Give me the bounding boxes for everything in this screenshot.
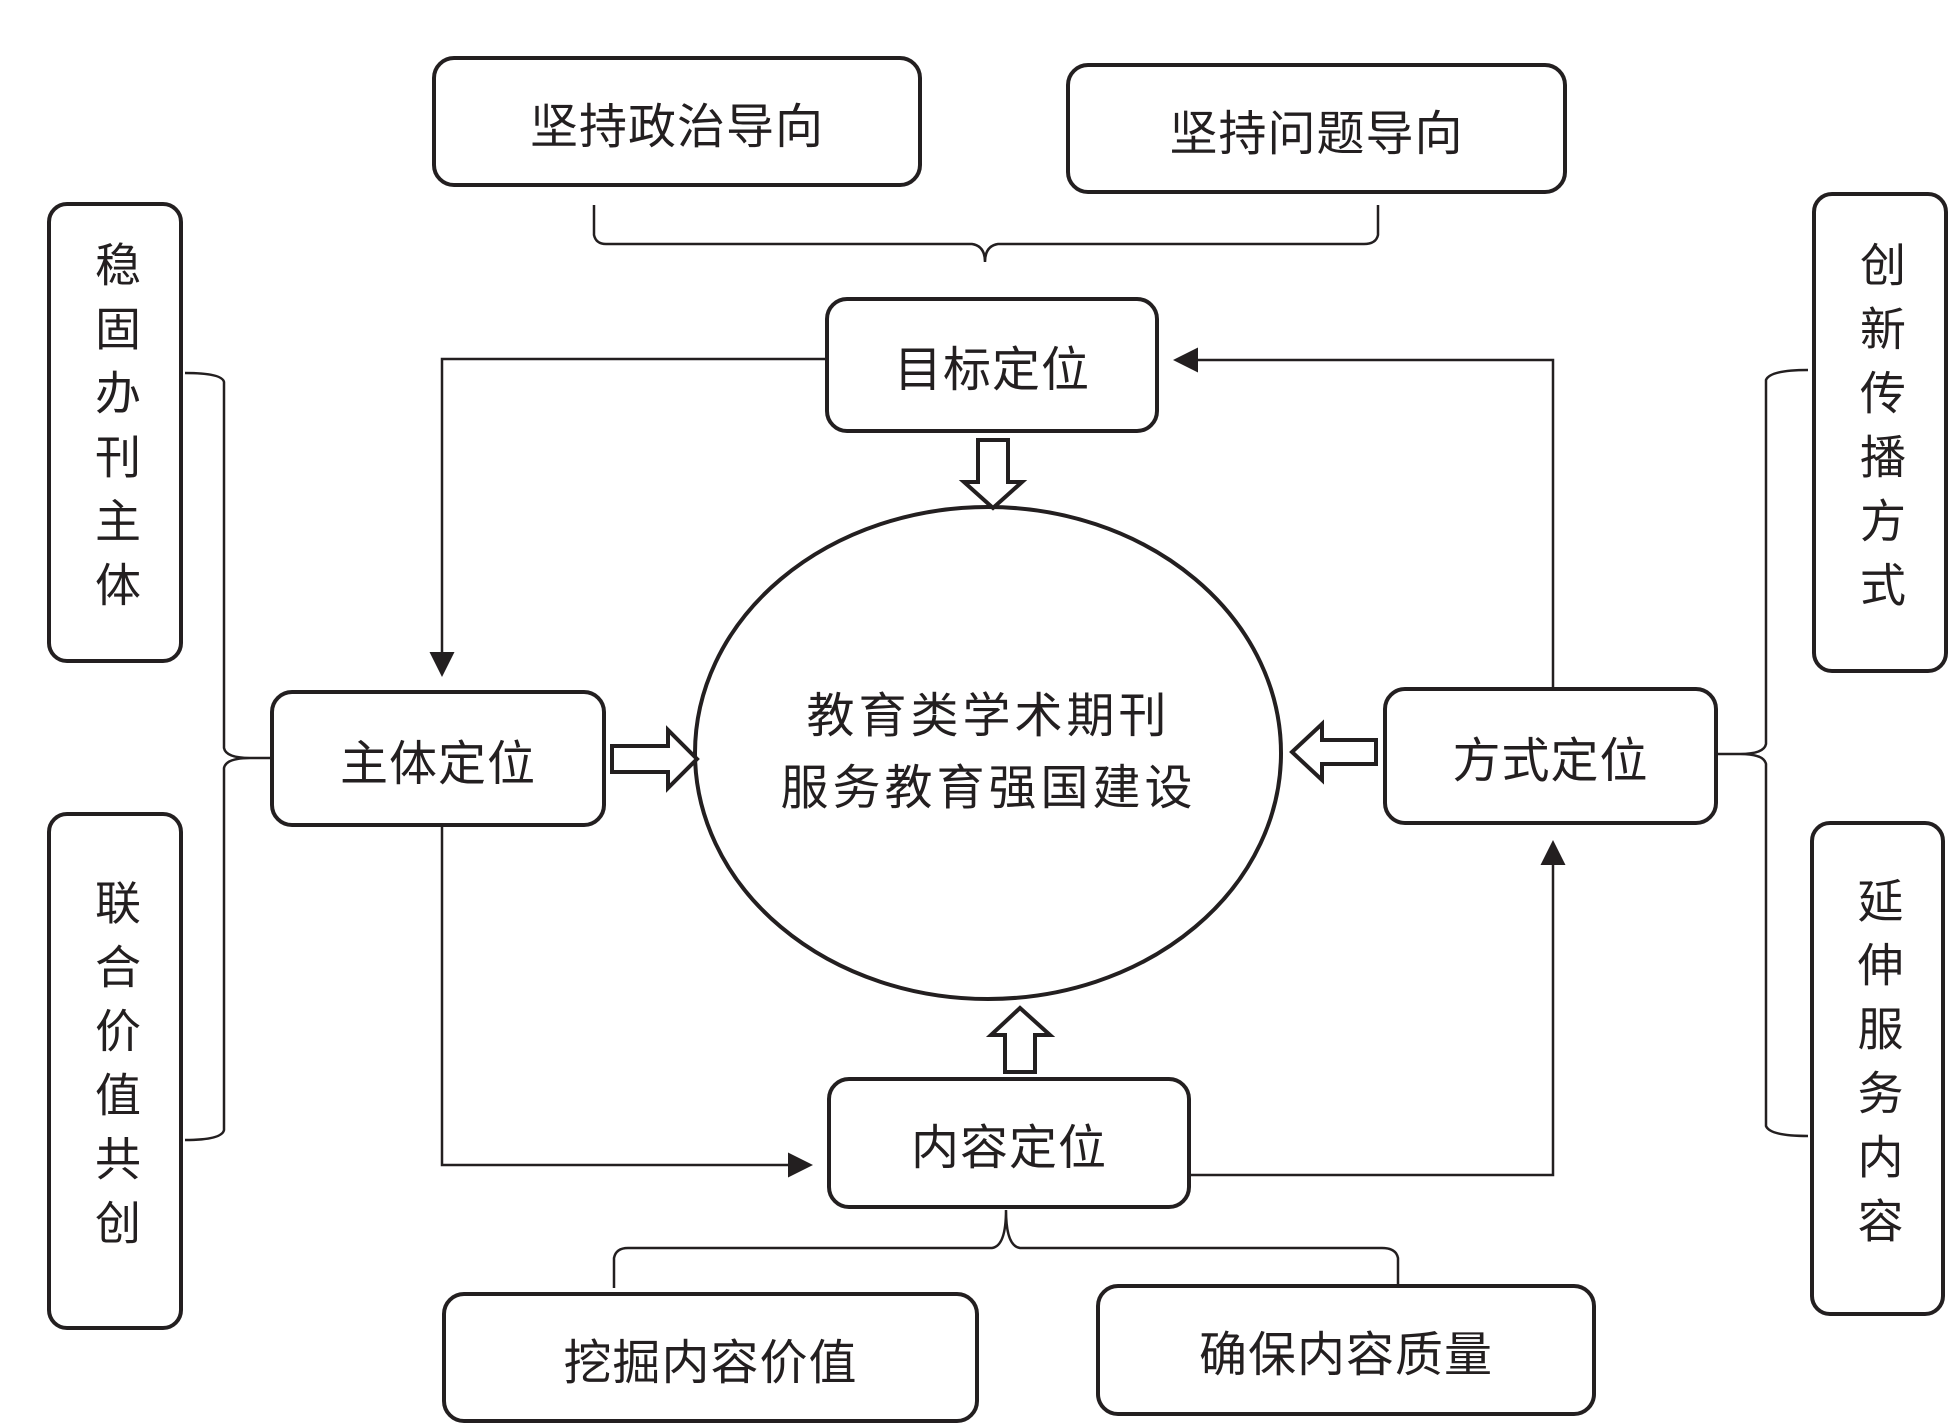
problem-orientation-box: 坚持问题导向 <box>1066 63 1567 194</box>
ensure-content-quality-box: 确保内容质量 <box>1096 1284 1596 1416</box>
innovate-dissemination-box: 创新传播方式 <box>1812 192 1948 673</box>
bottom-brace <box>612 1209 1400 1288</box>
content-positioning-label: 内容定位 <box>910 1120 1107 1176</box>
problem-orientation-label: 坚持问题导向 <box>1169 105 1464 162</box>
political-orientation-box: 坚持政治导向 <box>432 56 922 187</box>
arrow-goal-to-subject <box>429 357 825 677</box>
block-arrow-subject-right <box>610 725 700 793</box>
center-title: 教育类学术期刊 服务教育强国建设 <box>695 680 1282 824</box>
joint-value-creation-label: 联合价值共创 <box>88 879 142 1263</box>
goal-positioning-label: 目标定位 <box>893 342 1090 398</box>
top-brace <box>592 205 1380 263</box>
arrow-method-to-goal <box>1173 347 1555 687</box>
joint-value-creation-box: 联合价值共创 <box>47 812 183 1330</box>
left-brace <box>184 371 276 1142</box>
stabilize-publisher-label: 稳固办刊主体 <box>88 240 142 625</box>
arrow-subject-to-content <box>440 827 813 1178</box>
extend-service-box: 延伸服务内容 <box>1810 821 1945 1316</box>
innovate-dissemination-label: 创新传播方式 <box>1853 240 1907 625</box>
content-positioning-box: 内容定位 <box>827 1077 1191 1209</box>
right-brace <box>1710 368 1809 1138</box>
subject-positioning-box: 主体定位 <box>270 690 606 827</box>
mine-content-value-label: 挖掘内容价值 <box>563 1334 858 1391</box>
stabilize-publisher-box: 稳固办刊主体 <box>47 202 183 663</box>
method-positioning-label: 方式定位 <box>1452 733 1649 789</box>
center-ellipse <box>693 505 1283 1001</box>
goal-positioning-box: 目标定位 <box>825 297 1159 433</box>
block-arrow-method-left <box>1289 719 1378 785</box>
mine-content-value-box: 挖掘内容价值 <box>442 1292 979 1423</box>
center-title-line2: 服务教育强国建设 <box>780 760 1197 816</box>
method-positioning-box: 方式定位 <box>1383 687 1718 825</box>
center-title-line1: 教育类学术期刊 <box>806 688 1171 744</box>
extend-service-label: 延伸服务内容 <box>1850 876 1905 1261</box>
ensure-content-quality-label: 确保内容质量 <box>1198 1327 1493 1383</box>
arrow-content-to-method <box>1191 840 1566 1177</box>
block-arrow-goal-down <box>958 438 1028 511</box>
subject-positioning-label: 主体定位 <box>339 735 536 792</box>
block-arrow-content-up <box>985 1005 1056 1074</box>
political-orientation-label: 坚持政治导向 <box>529 98 824 155</box>
